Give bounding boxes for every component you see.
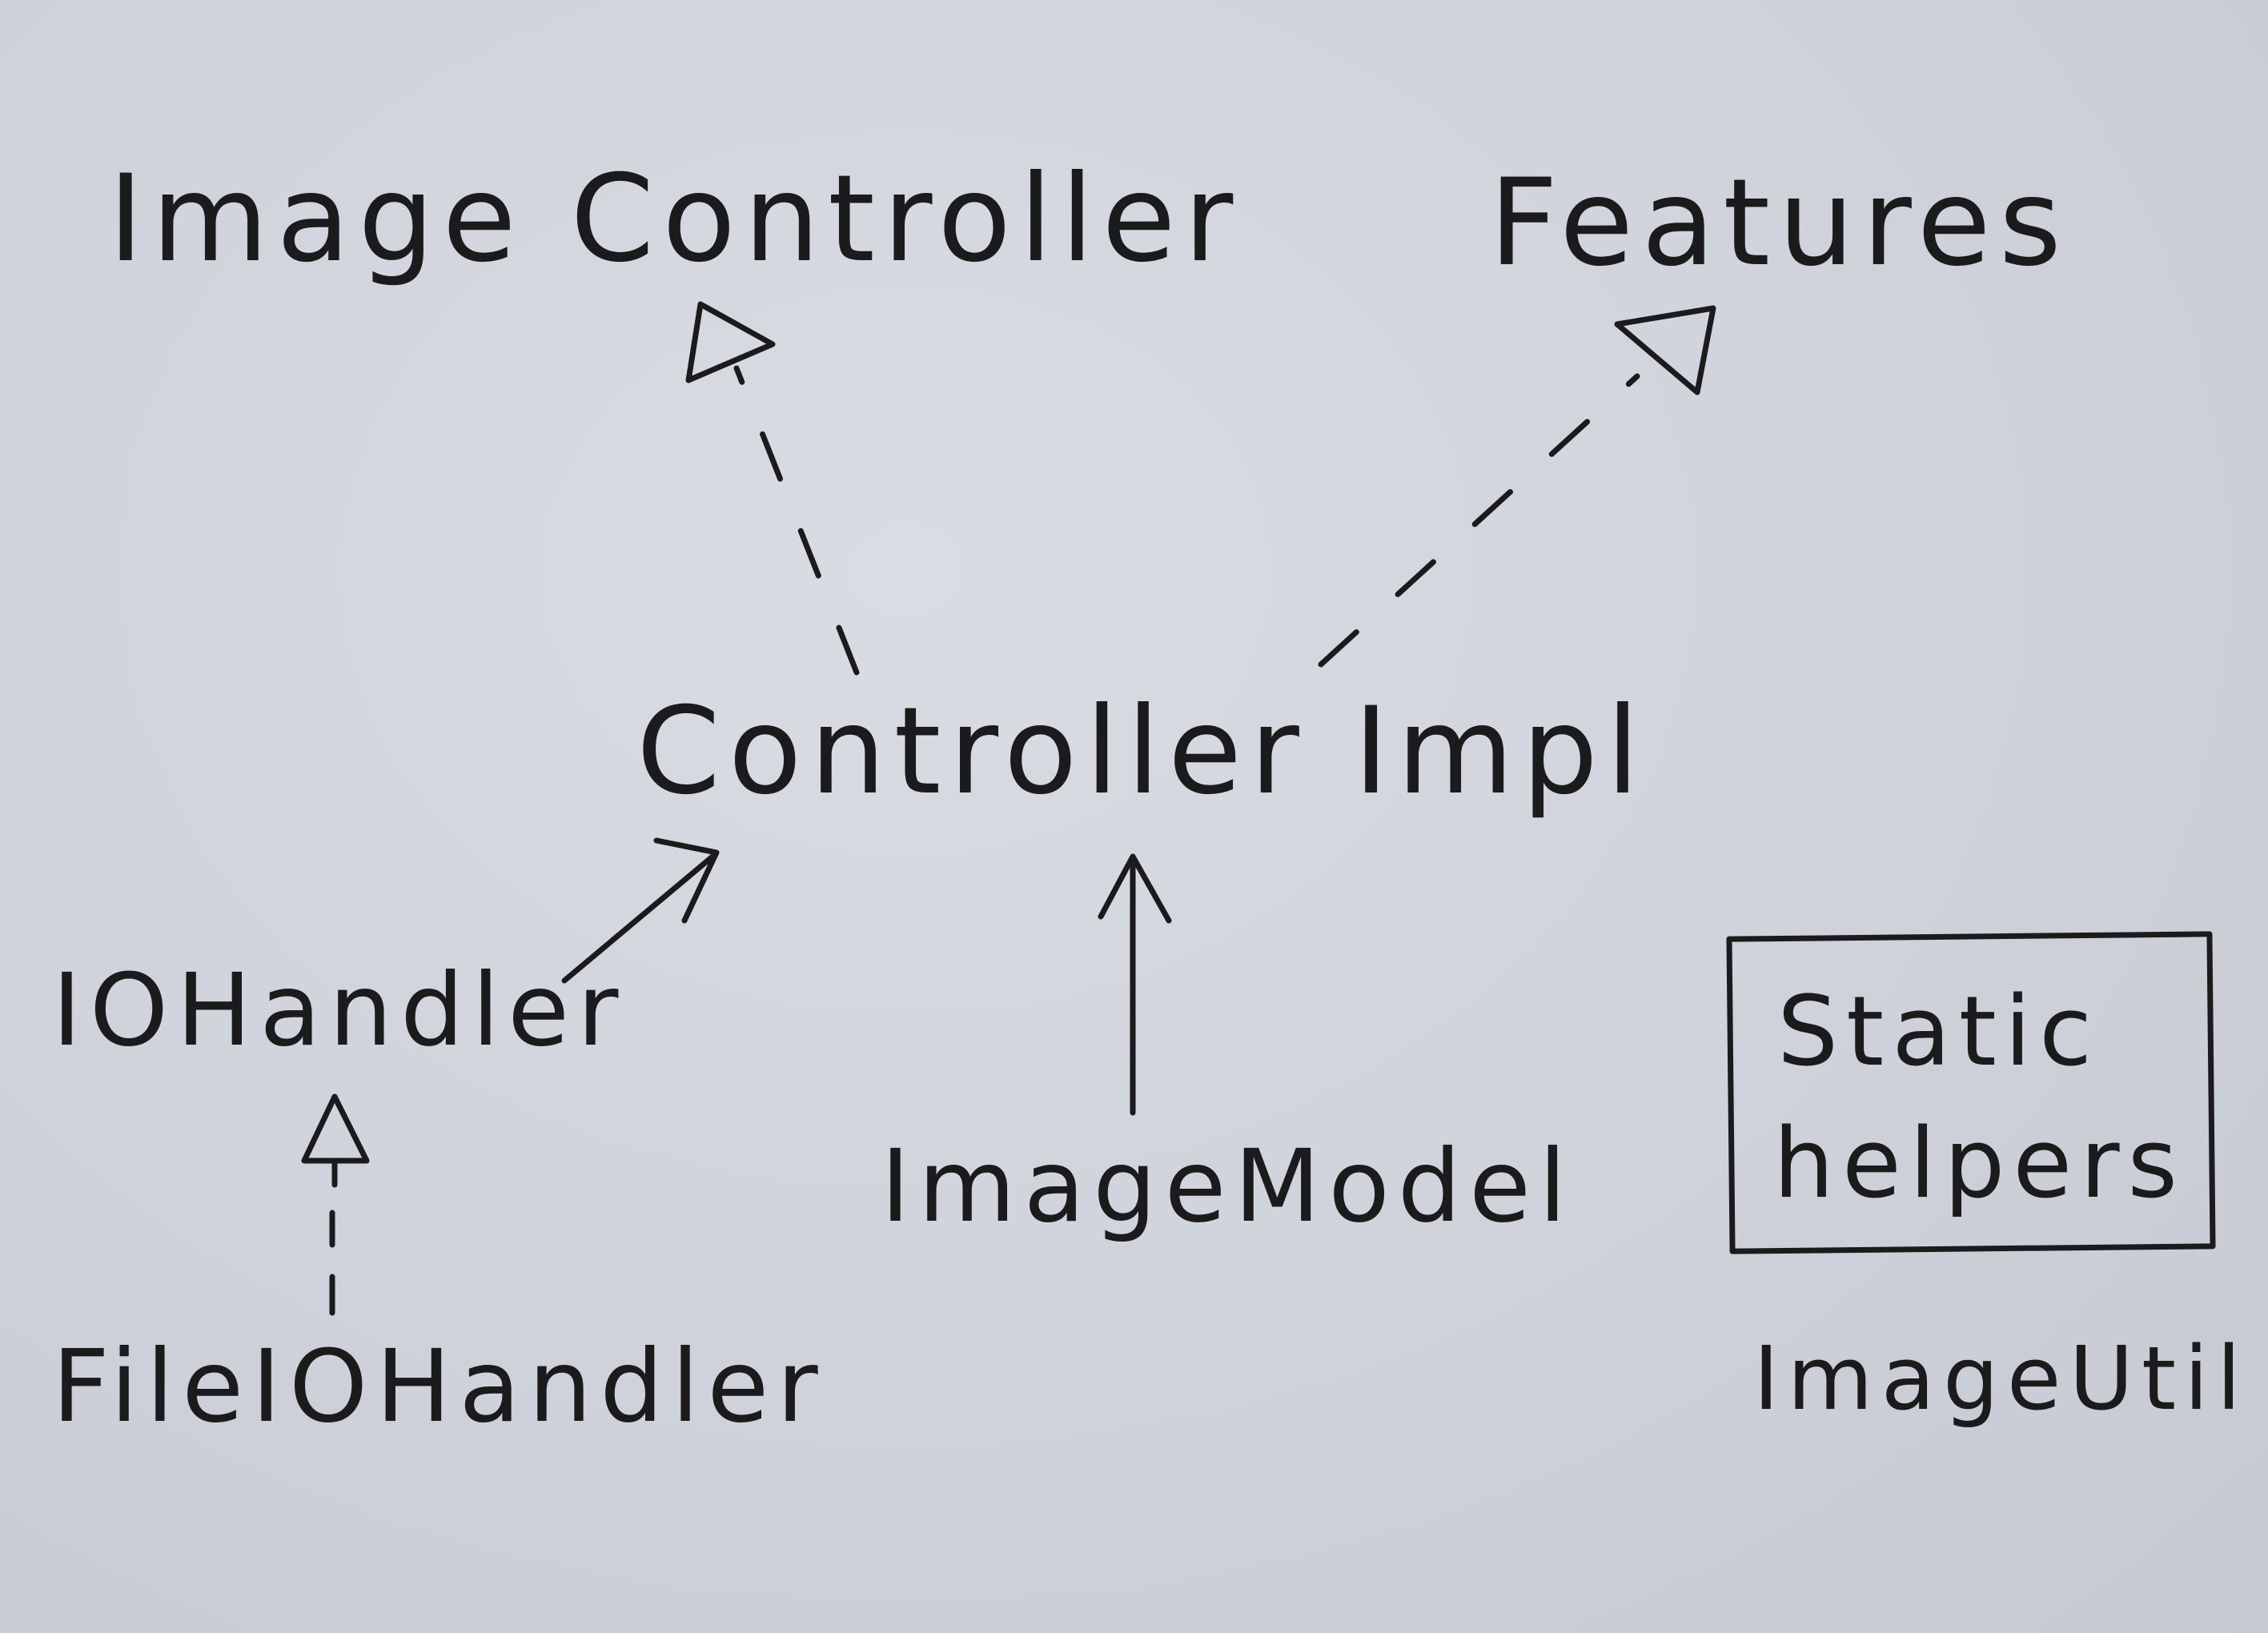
static-helpers-label-line1: Static: [1777, 977, 2100, 1088]
node-image-model: ImageModel: [881, 1129, 1575, 1245]
hollow-triangle-head: [301, 1093, 370, 1164]
node-image-util: ImageUtil: [1753, 1327, 2249, 1430]
static-helpers-box: [1726, 931, 2216, 1254]
node-image-controller: Image Controller: [108, 150, 1241, 289]
hollow-triangle-head: [685, 301, 776, 383]
edge-imagemodel-to-impl: [1098, 853, 1172, 1116]
open-arrow-head: [1098, 853, 1172, 924]
edge-impl-to-features: [1318, 305, 1716, 668]
node-io-handler: IOHandler: [52, 953, 626, 1069]
edge-fileiohandler-to-iohandler: [301, 1093, 370, 1316]
open-arrow-head: [653, 837, 720, 924]
static-helpers-label-line2: helpers: [1773, 1109, 2186, 1220]
node-controller-impl: Controller Impl: [636, 682, 1648, 821]
node-file-io-handler: FileIOHandler: [52, 1329, 826, 1445]
edge-impl-to-image-controller: [685, 301, 860, 676]
edge-iohandler-to-impl: [561, 837, 720, 984]
node-features: Features: [1489, 154, 2069, 293]
hollow-triangle-head: [1614, 305, 1716, 395]
